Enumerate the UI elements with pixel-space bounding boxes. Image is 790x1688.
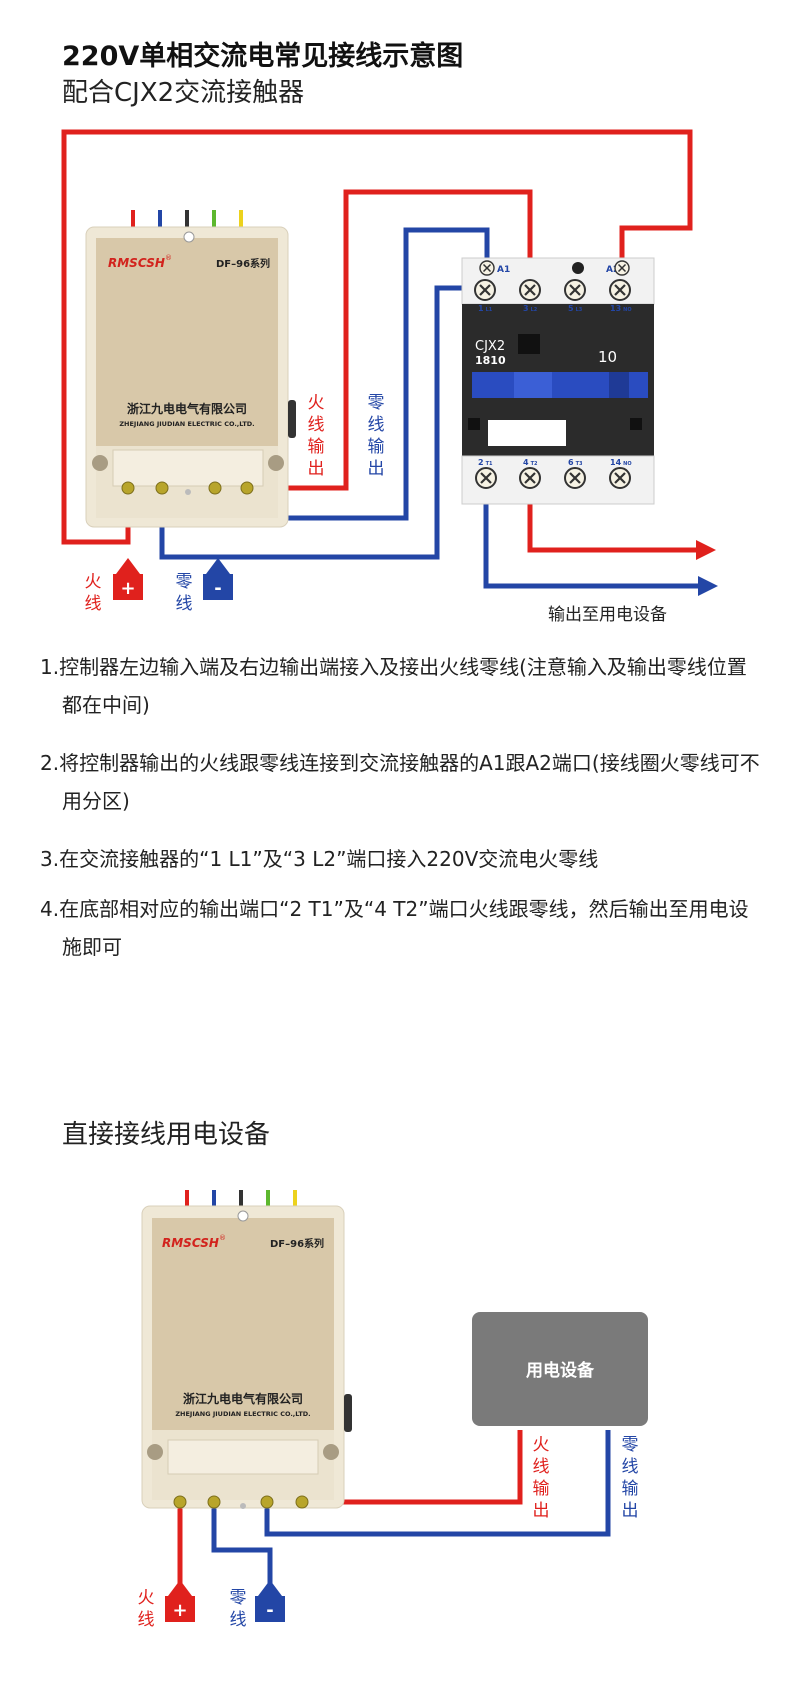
direct-controller-brand: RMSCSH bbox=[162, 1236, 219, 1250]
direct-neutral-input-marker: - 零 线 bbox=[230, 1580, 285, 1630]
live-label-1: 火 bbox=[85, 572, 102, 592]
instruction-2: 2.将控制器输出的火线跟零线连接到交流接触器的A1跟A2端口(接线圈火零线可不用… bbox=[40, 751, 760, 813]
direct-neutral-out-wire bbox=[264, 1430, 611, 1537]
terminal-13-num: 13 bbox=[610, 304, 621, 313]
direct-neutral-label-2: 线 bbox=[230, 1610, 247, 1630]
direct-neutral-label-1: 零 bbox=[230, 1588, 247, 1608]
instruction-1: 1.控制器左边输入端及右边输出端接入及接出火线零线(注意输入及输出零线位置都在中… bbox=[40, 655, 747, 717]
terminal-4-sub: T2 bbox=[531, 461, 538, 467]
direct-live-input-marker: + 火 线 bbox=[138, 1580, 195, 1630]
terminal-5-sub: L3 bbox=[576, 307, 583, 313]
terminal-1-sub: L1 bbox=[486, 307, 493, 313]
svg-text:3L2: 3L2 bbox=[523, 304, 538, 313]
terminal-3-sub: L2 bbox=[531, 307, 538, 313]
svg-text:6T3: 6T3 bbox=[568, 458, 583, 467]
terminal-1-num: 1 bbox=[478, 304, 484, 313]
contactor-wiring-diagram: RMSCSH ® DF–96系列 浙江九电电气有限公司 ZHEJIANG JIU… bbox=[61, 129, 718, 625]
live-out-label-1: 火 bbox=[308, 393, 325, 413]
page-subtitle: 配合CJX2交流接触器 bbox=[62, 78, 305, 108]
contactor-model: CJX2 bbox=[475, 339, 505, 354]
terminal-2-num: 2 bbox=[478, 458, 484, 467]
direct-controller-device: RMSCSH ® DF–96系列 浙江九电电气有限公司 ZHEJIANG JIU… bbox=[141, 1190, 352, 1509]
direct-neutral-out-label-2: 线 bbox=[622, 1457, 639, 1477]
neutral-label-1: 零 bbox=[176, 572, 193, 592]
direct-controller-brand-mark: ® bbox=[219, 1234, 226, 1242]
page-title: 220V单相交流电常见接线示意图 bbox=[62, 41, 464, 72]
instruction-4: 4.在底部相对应的输出端口“2 T1”及“4 T2”端口火线跟零线，然后输出至用… bbox=[40, 897, 749, 959]
contactor-code: 1810 bbox=[475, 354, 506, 367]
direct-wiring-diagram: RMSCSH ® DF–96系列 浙江九电电气有限公司 ZHEJIANG JIU… bbox=[138, 1190, 648, 1630]
live-input-marker: + 火 线 bbox=[85, 558, 143, 614]
direct-neutral-in-wire bbox=[211, 1505, 273, 1595]
controller-series: DF–96系列 bbox=[216, 257, 270, 270]
direct-live-label-1: 火 bbox=[138, 1588, 155, 1608]
svg-text:1L1: 1L1 bbox=[478, 304, 493, 313]
svg-text:5L3: 5L3 bbox=[568, 304, 583, 313]
svg-text:2T1: 2T1 bbox=[478, 458, 493, 467]
neutral-output-device-wire bbox=[483, 480, 702, 589]
terminal-2-sub: T1 bbox=[486, 461, 493, 467]
live-arrow-head bbox=[696, 540, 716, 560]
terminal-5-num: 5 bbox=[568, 304, 574, 313]
neutral-out-label-4: 出 bbox=[368, 459, 385, 479]
neutral-arrow-head bbox=[698, 576, 718, 596]
terminal-3-num: 3 bbox=[523, 304, 529, 313]
svg-text:4T2: 4T2 bbox=[523, 458, 538, 467]
neutral-out-label-1: 零 bbox=[368, 393, 385, 413]
live-out-label-2: 线 bbox=[308, 415, 325, 435]
direct-live-label-2: 线 bbox=[138, 1610, 155, 1630]
section2-title: 直接接线用电设备 bbox=[62, 1120, 271, 1150]
direct-neutral-out-label-4: 出 bbox=[622, 1501, 639, 1521]
output-to-device-label: 输出至用电设备 bbox=[548, 605, 667, 625]
contactor-a2-label: A2 bbox=[606, 265, 619, 275]
direct-live-out-wire bbox=[302, 1430, 523, 1505]
neutral-out-label-3: 输 bbox=[368, 437, 385, 457]
direct-controller-company-cn: 浙江九电电气有限公司 bbox=[183, 1391, 303, 1406]
terminal-14-sub: NO bbox=[623, 461, 631, 467]
live-out-label-3: 输 bbox=[308, 437, 325, 457]
controller-company-cn: 浙江九电电气有限公司 bbox=[127, 401, 247, 416]
device-label: 用电设备 bbox=[526, 1360, 595, 1381]
device-box bbox=[472, 1312, 648, 1426]
controller-brand-mark: ® bbox=[165, 254, 172, 262]
direct-plus-sign: + bbox=[172, 1600, 187, 1621]
direct-live-out-label-1: 火 bbox=[533, 1435, 550, 1455]
terminal-14-num: 14 bbox=[610, 458, 622, 467]
terminal-13-sub: NO bbox=[623, 307, 631, 313]
live-out-wire bbox=[247, 189, 533, 491]
plus-sign: + bbox=[120, 578, 135, 599]
direct-live-out-label-2: 线 bbox=[533, 1457, 550, 1477]
neutral-label-2: 线 bbox=[176, 594, 193, 614]
terminal-6-sub: T3 bbox=[576, 461, 583, 467]
minus-sign: - bbox=[214, 578, 221, 599]
controller-brand: RMSCSH bbox=[108, 256, 165, 270]
direct-controller-company-en: ZHEJIANG JIUDIAN ELECTRIC CO.,LTD. bbox=[175, 1410, 310, 1418]
direct-live-out-label-3: 输 bbox=[533, 1479, 550, 1499]
live-input-wire bbox=[61, 129, 693, 545]
terminal-6-num: 6 bbox=[568, 458, 574, 467]
terminal-4-num: 4 bbox=[523, 458, 529, 467]
instruction-3: 3.在交流接触器的“1 L1”及“3 L2”端口接入220V交流电火零线 bbox=[40, 847, 599, 871]
direct-controller-series: DF–96系列 bbox=[270, 1237, 324, 1250]
direct-neutral-out-label-1: 零 bbox=[622, 1435, 639, 1455]
live-label-2: 线 bbox=[85, 594, 102, 614]
neutral-out-label-2: 线 bbox=[368, 415, 385, 435]
contactor-a1-label: A1 bbox=[497, 265, 510, 275]
direct-live-out-label-4: 出 bbox=[533, 1501, 550, 1521]
neutral-input-marker: - 零 线 bbox=[176, 558, 233, 614]
controller-device: RMSCSH ® DF–96系列 浙江九电电气有限公司 ZHEJIANG JIU… bbox=[85, 210, 296, 528]
contactor-rating: 10 bbox=[598, 348, 617, 366]
neutral-input-wire bbox=[159, 285, 485, 560]
direct-minus-sign: - bbox=[266, 1600, 273, 1621]
live-out-label-4: 出 bbox=[308, 459, 325, 479]
controller-company-en: ZHEJIANG JIUDIAN ELECTRIC CO.,LTD. bbox=[119, 420, 254, 428]
direct-neutral-out-label-3: 输 bbox=[622, 1479, 639, 1499]
